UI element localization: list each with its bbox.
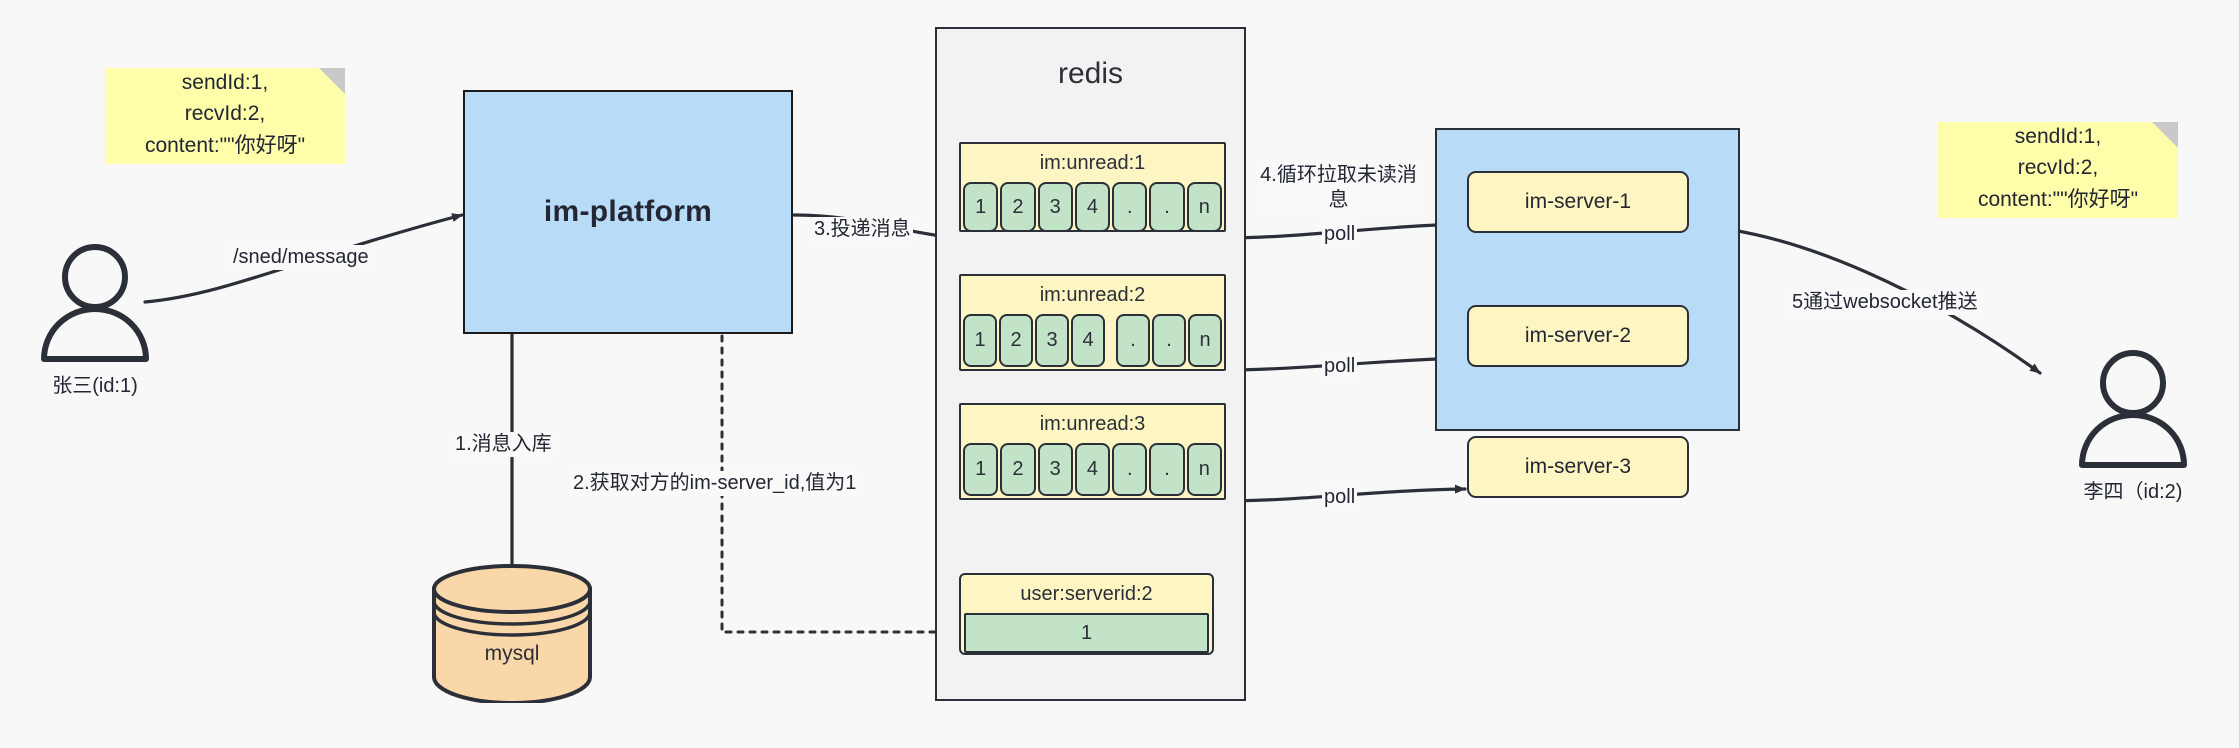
edge-send-message <box>143 213 464 304</box>
redis-cell[interactable]: 4 <box>1074 443 1111 496</box>
redis-key-group-3[interactable]: im:unread:3 1 2 3 4 . . n <box>959 403 1226 500</box>
redis-key-label-3: im:unread:3 <box>1039 413 1146 435</box>
redis-container: redis im:unread:1 1 2 3 4 . . n im:unrea… <box>935 27 1246 701</box>
redis-cell[interactable]: . <box>1112 182 1148 232</box>
redis-cell[interactable]: 2 <box>1000 182 1036 232</box>
redis-cell[interactable]: 4 <box>1074 182 1111 232</box>
redis-key-cells-1: 1 2 3 4 . . n <box>963 182 1222 232</box>
actor-sender-label: 张三(id:1) <box>52 375 138 397</box>
note-left-text: sendId:1, recvId:2, content:""你好呀" <box>144 70 306 157</box>
edge-label-send-message: /sned/message <box>231 245 371 270</box>
actor-receiver: 李四（id:2) <box>2068 343 2198 503</box>
redis-key-label-1: im:unread:1 <box>1039 152 1146 174</box>
edge-label-poll-1: poll <box>1322 222 1358 247</box>
im-platform-label: im-platform <box>543 195 713 228</box>
redis-cell[interactable]: 1 <box>963 314 997 367</box>
person-icon <box>2079 350 2187 468</box>
redis-cell[interactable]: 1 <box>963 443 999 496</box>
redis-cell[interactable]: 4 <box>1071 314 1105 367</box>
note-right: sendId:1, recvId:2, content:""你好呀" <box>1938 122 2178 218</box>
redis-cell[interactable]: 2 <box>1000 443 1036 496</box>
redis-cell[interactable]: . <box>1152 314 1186 367</box>
redis-cell[interactable]: 1 <box>963 182 999 232</box>
im-server-node-1[interactable]: im-server-1 <box>1467 171 1689 233</box>
redis-cell[interactable]: n <box>1186 443 1222 496</box>
redis-title: redis <box>1057 57 1124 90</box>
redis-key-group-1[interactable]: im:unread:1 1 2 3 4 . . n <box>959 142 1226 232</box>
im-server-group: im-server-1 im-server-2 im-server-3 <box>1435 128 1740 498</box>
redis-cell[interactable]: . <box>1116 314 1150 367</box>
redis-cell[interactable]: . <box>1149 443 1185 496</box>
redis-cell[interactable]: 2 <box>999 314 1033 367</box>
note-fold-icon <box>2152 122 2178 148</box>
im-platform-box[interactable]: im-platform <box>463 90 793 334</box>
note-left: sendId:1, recvId:2, content:""你好呀" <box>105 68 345 164</box>
redis-serverid-label: user:serverid:2 <box>1020 583 1153 605</box>
database-cylinder-icon: mysql <box>432 564 592 705</box>
edge-label-poll-2: poll <box>1322 354 1358 379</box>
edge-label-step2: 2.获取对方的im-server_id,值为1 <box>571 471 859 496</box>
im-server-node-3[interactable]: im-server-3 <box>1467 436 1689 498</box>
redis-key-label-2: im:unread:2 <box>1039 284 1146 306</box>
actor-sender: 张三(id:1) <box>30 237 160 397</box>
redis-cell[interactable]: . <box>1112 443 1148 496</box>
redis-key-cells-3: 1 2 3 4 . . n <box>963 443 1222 496</box>
edge-label-step3: 3.投递消息 <box>812 217 913 242</box>
note-fold-icon <box>319 68 345 94</box>
actor-receiver-label: 李四（id:2) <box>2083 481 2183 503</box>
redis-cell[interactable]: n <box>1186 182 1222 232</box>
edge-label-step4: 4.循环拉取未读消 息 <box>1258 163 1419 213</box>
redis-key-cells-2: 1 2 3 4 . . n <box>963 314 1222 367</box>
redis-cell[interactable]: 3 <box>1035 314 1069 367</box>
note-right-text: sendId:1, recvId:2, content:""你好呀" <box>1977 124 2139 211</box>
mysql-label: mysql <box>485 642 540 665</box>
edge-step2 <box>717 318 985 634</box>
im-server-3-label: im-server-3 <box>1524 455 1632 478</box>
im-server-2-label: im-server-2 <box>1524 324 1632 347</box>
redis-key-group-2[interactable]: im:unread:2 1 2 3 4 . . n <box>959 274 1226 371</box>
redis-cell[interactable]: n <box>1188 314 1222 367</box>
redis-cell[interactable]: . <box>1149 182 1185 232</box>
im-server-node-2[interactable]: im-server-2 <box>1467 305 1689 367</box>
mysql-node[interactable]: mysql <box>428 563 596 705</box>
edge-label-step1: 1.消息入库 <box>453 432 554 457</box>
redis-key-group-serverid[interactable]: user:serverid:2 1 <box>959 573 1214 655</box>
redis-serverid-value[interactable]: 1 <box>964 613 1209 653</box>
edge-label-step5: 5通过websocket推送 <box>1790 290 1980 315</box>
redis-cell[interactable]: 3 <box>1037 443 1073 496</box>
im-server-1-label: im-server-1 <box>1524 190 1632 213</box>
person-icon <box>41 244 149 362</box>
edge-label-poll-3: poll <box>1322 485 1358 510</box>
redis-cell[interactable]: 3 <box>1037 182 1073 232</box>
